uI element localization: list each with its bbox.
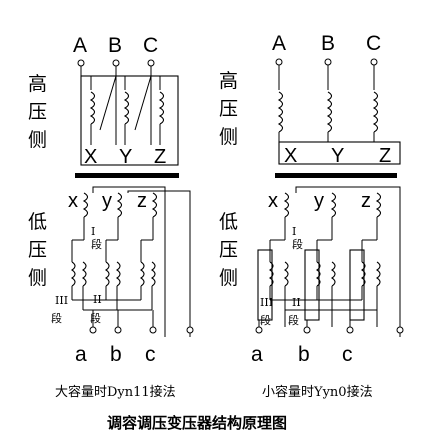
left-core-bar — [75, 173, 179, 178]
right-lv-side-char-1: 低 — [219, 211, 238, 233]
right-caption: 小容量时Yyn0接法 — [262, 384, 373, 400]
left-hv-terminal-b: B — [108, 34, 122, 57]
right-star-frame — [278, 141, 401, 165]
right-hv-coil-c — [372, 91, 379, 133]
right-hv-end-y: Y — [331, 145, 344, 167]
right-lv-seg2-coil-c — [376, 261, 381, 287]
left-lv-seg1-coil-a — [82, 192, 89, 218]
right-lv-seg1-coil-a — [283, 192, 290, 218]
left-seg1-roman: I — [91, 225, 95, 238]
right-hv-end-x: X — [284, 145, 297, 167]
left-hv-coil-b — [123, 91, 130, 125]
left-seg2-char: 段 — [90, 311, 101, 325]
left-lv-start-x: x — [68, 190, 78, 212]
right-hv-side-char-2: 压 — [219, 98, 238, 120]
right-seg2-roman: II — [292, 296, 301, 309]
left-caption: 大容量时Dyn11接法 — [55, 384, 176, 400]
right-hv-node-c — [370, 58, 378, 66]
right-seg1-roman: I — [292, 225, 296, 238]
left-hv-side-char-2: 压 — [28, 101, 47, 123]
left-hv-end-x: X — [84, 146, 97, 168]
left-lv-seg1-coil-b — [116, 192, 123, 218]
left-diagram: A B C X Y Z 高 压 侧 — [28, 34, 194, 400]
right-hv-side-char-3: 侧 — [219, 126, 238, 148]
right-diagram: A B C X Y Z 高 压 侧 x y z I 段 — [219, 32, 404, 400]
right-lv-start-x: x — [268, 190, 278, 212]
left-lv-terminal-b: b — [110, 343, 122, 366]
right-lv-node-n — [396, 326, 404, 334]
right-lv-node-c — [346, 326, 354, 334]
right-lv-terminal-b: b — [298, 343, 310, 366]
right-hv-terminal-a: A — [272, 32, 286, 55]
left-lv-seg2-coil-b — [116, 261, 121, 287]
left-hv-node-c — [147, 59, 155, 67]
left-lv-node-a — [89, 326, 97, 334]
right-lv-side-char-3: 侧 — [219, 267, 238, 289]
left-hv-node-a — [77, 59, 85, 67]
right-hv-side-char-1: 高 — [219, 70, 238, 92]
left-hv-coil-c — [158, 91, 165, 125]
right-hv-end-z: Z — [379, 145, 391, 167]
right-lv-seg2-coil-b — [331, 261, 336, 287]
left-lv-seg1-coil-c — [151, 192, 158, 218]
left-lv-start-z: z — [137, 190, 147, 212]
left-hv-side-char-3: 侧 — [28, 129, 47, 151]
right-hv-node-a — [275, 58, 283, 66]
right-core-bar — [275, 173, 397, 178]
left-hv-end-y: Y — [119, 146, 132, 168]
left-seg2-roman: II — [93, 293, 102, 306]
left-hv-node-b — [112, 59, 120, 67]
figure-title: 调容调压变压器结构原理图 — [107, 414, 287, 432]
right-lv-terminal-c: c — [342, 343, 353, 366]
left-lv-seg2-coil-a — [82, 261, 87, 287]
left-lv-terminal-a: a — [75, 343, 87, 366]
left-lv-side-char-1: 低 — [28, 211, 47, 233]
right-lv-seg1-coil-b — [330, 192, 337, 218]
left-hv-terminal-a: A — [73, 34, 87, 57]
left-lv-start-y: y — [102, 190, 112, 212]
right-hv-coil-b — [326, 91, 333, 133]
left-hv-frame — [80, 75, 179, 166]
right-lv-seg1-coil-c — [375, 192, 382, 218]
left-seg1-char: 段 — [91, 237, 102, 251]
right-seg1-char: 段 — [292, 237, 303, 251]
left-hv-end-z: Z — [154, 146, 166, 168]
right-hv-coil-a — [277, 91, 284, 133]
left-lv-side-char-3: 侧 — [28, 267, 47, 289]
right-lv-side-char-2: 压 — [219, 239, 238, 261]
right-lv-node-b — [303, 326, 311, 334]
right-hv-terminal-b: B — [321, 32, 335, 55]
right-seg3-roman: III — [260, 296, 273, 309]
left-lv-terminal-c: c — [145, 343, 156, 366]
right-seg2-char: 段 — [288, 313, 299, 327]
left-hv-coil-a — [89, 91, 96, 125]
right-seg3-char: 段 — [260, 313, 271, 327]
right-lv-start-y: y — [314, 190, 324, 212]
left-lv-node-n — [186, 326, 194, 334]
left-lv-node-c — [149, 326, 157, 334]
left-hv-terminal-c: C — [143, 34, 158, 57]
left-seg3-char: 段 — [51, 311, 62, 325]
right-lv-seg2-coil-a — [284, 261, 289, 287]
right-hv-node-b — [324, 58, 332, 66]
right-lv-start-z: z — [361, 190, 371, 212]
left-seg3-roman: III — [55, 294, 68, 307]
left-hv-side-char-1: 高 — [28, 73, 47, 95]
right-lv-terminal-a: a — [251, 343, 263, 366]
left-lv-node-b — [114, 326, 122, 334]
right-hv-terminal-c: C — [366, 32, 381, 55]
left-lv-seg2-coil-c — [151, 261, 156, 287]
right-lv-node-a — [255, 326, 263, 334]
left-lv-side-char-2: 压 — [28, 239, 47, 261]
